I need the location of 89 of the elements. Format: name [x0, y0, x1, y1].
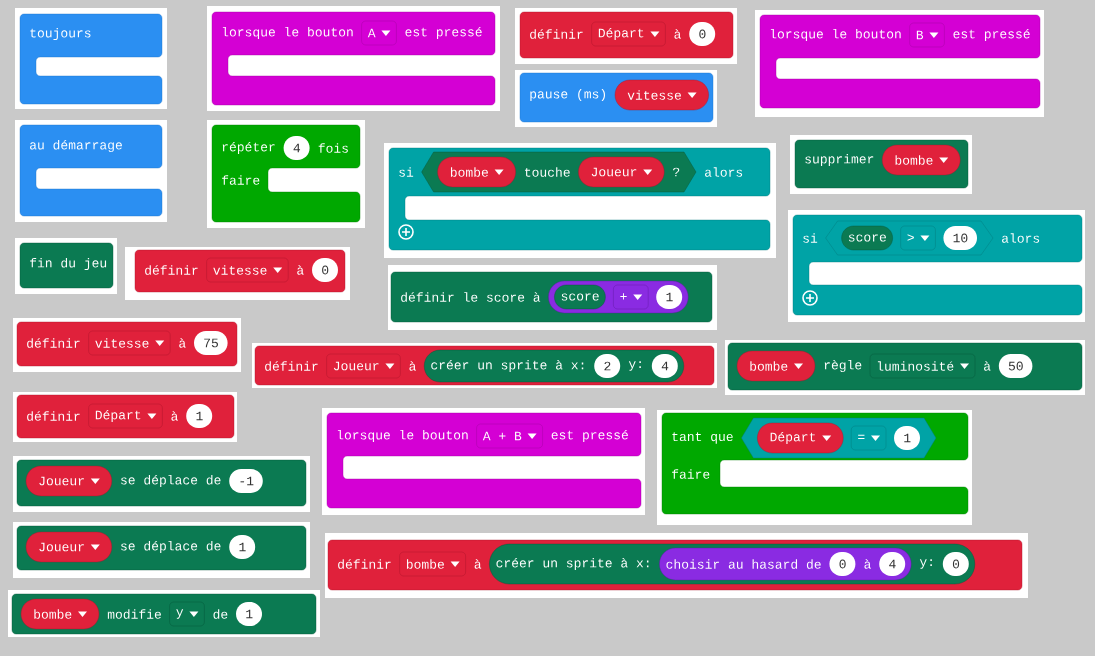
dropdown-menu: B	[909, 22, 945, 48]
dropdown-menu: A	[361, 20, 397, 46]
variable-pill: vitesse	[614, 79, 709, 111]
block-label: définir	[27, 411, 80, 421]
number-field: 50	[998, 354, 1033, 378]
number-field: 1	[656, 285, 683, 309]
variable-pill: Joueur	[578, 156, 665, 188]
dropdown-menu: Départ	[88, 403, 163, 429]
number-field: 1	[894, 426, 920, 450]
block-label: définir le score à	[401, 292, 541, 302]
block-label: faire	[672, 469, 710, 479]
block-label: si	[399, 167, 414, 177]
block-label: à	[864, 559, 871, 569]
block-label: à	[984, 361, 991, 371]
dropdown-menu: >	[900, 225, 936, 251]
dropdown-menu: +	[613, 284, 649, 310]
block-label: pause (ms)	[530, 88, 605, 102]
block-label: score	[561, 293, 599, 301]
block-label: définir	[145, 265, 198, 275]
dropdown-menu: A + B	[476, 423, 543, 449]
block-label: définir	[27, 338, 80, 348]
block-label: à	[171, 411, 178, 421]
block-label: lorsque le bouton	[770, 28, 901, 42]
number-field: 0	[689, 22, 716, 46]
block-label: à	[297, 265, 304, 275]
block-label: alors	[1002, 233, 1040, 243]
block-label: définir	[265, 361, 318, 371]
number-field: 2	[594, 354, 621, 378]
block-label: alors	[705, 167, 743, 177]
block-label: répéter	[222, 142, 275, 154]
block-label: y:	[919, 559, 932, 569]
number-field: 1	[236, 602, 262, 626]
dropdown-menu: luminosité	[869, 353, 976, 379]
block-label: à	[409, 361, 416, 371]
number-field: 4	[879, 552, 906, 576]
number-field: 1	[186, 404, 213, 428]
block-label: au démarrage	[30, 139, 122, 153]
variable-pill: bombe	[736, 350, 816, 382]
block-label: score	[848, 234, 886, 242]
variable-pill: bombe	[20, 598, 100, 630]
number-field: 0	[829, 552, 856, 576]
dropdown-menu: vitesse	[88, 330, 171, 356]
dropdown-menu: =	[851, 425, 887, 451]
dropdown-menu: Départ	[591, 21, 666, 47]
block-label: à	[179, 338, 186, 348]
block-label: est pressé	[953, 29, 1030, 41]
block-label: touche	[525, 167, 570, 177]
block-label: toujours	[30, 27, 91, 41]
number-field: 4	[283, 136, 310, 160]
number-field: 10	[943, 226, 977, 250]
block-label: créer un sprite à x:	[431, 359, 584, 373]
block-label: choisir au hasard de	[666, 559, 821, 569]
block-label: tant que	[672, 432, 733, 444]
block-label: ?	[673, 167, 680, 177]
number-field: 0	[942, 552, 969, 576]
number-field: 75	[194, 331, 228, 355]
block-label: lorsque le bouton	[222, 26, 353, 40]
block-label: à	[474, 559, 482, 569]
block-label: se déplace de	[121, 474, 221, 488]
block-label: si	[803, 233, 818, 243]
block-label: de	[213, 609, 228, 619]
block-label: se déplace de	[121, 540, 221, 554]
number-field: 1	[229, 535, 256, 559]
dropdown-menu: Joueur	[326, 353, 401, 379]
number-field: 4	[651, 354, 678, 378]
block-label: supprimer	[805, 153, 874, 167]
variable-pill: Joueur	[25, 465, 112, 497]
block-label: définir	[530, 29, 583, 39]
dropdown-menu: bombe	[399, 551, 466, 577]
number-field: 0	[312, 258, 338, 282]
block-label: modifie	[107, 609, 161, 619]
block-label: est pressé	[405, 27, 482, 39]
variable-pill: Joueur	[25, 531, 112, 563]
block-label: lorsque le bouton	[337, 429, 468, 443]
block-label: y:	[628, 361, 641, 371]
block-label: faire	[222, 175, 260, 185]
block-label: fois	[318, 143, 348, 153]
block-label: créer un sprite à x:	[496, 557, 649, 571]
variable-pill: Départ	[757, 422, 844, 454]
block-label: définir	[338, 559, 391, 569]
variable-pill: bombe	[882, 144, 961, 176]
variable-pill: bombe	[437, 156, 516, 188]
dropdown-menu: vitesse	[206, 257, 289, 283]
dropdown-menu: y	[169, 601, 205, 627]
block-label: à	[674, 29, 681, 39]
number-field: -1	[229, 469, 263, 493]
block-label: fin du jeu	[30, 257, 107, 271]
block-label: est pressé	[551, 430, 628, 442]
block-label: règle	[824, 359, 862, 373]
